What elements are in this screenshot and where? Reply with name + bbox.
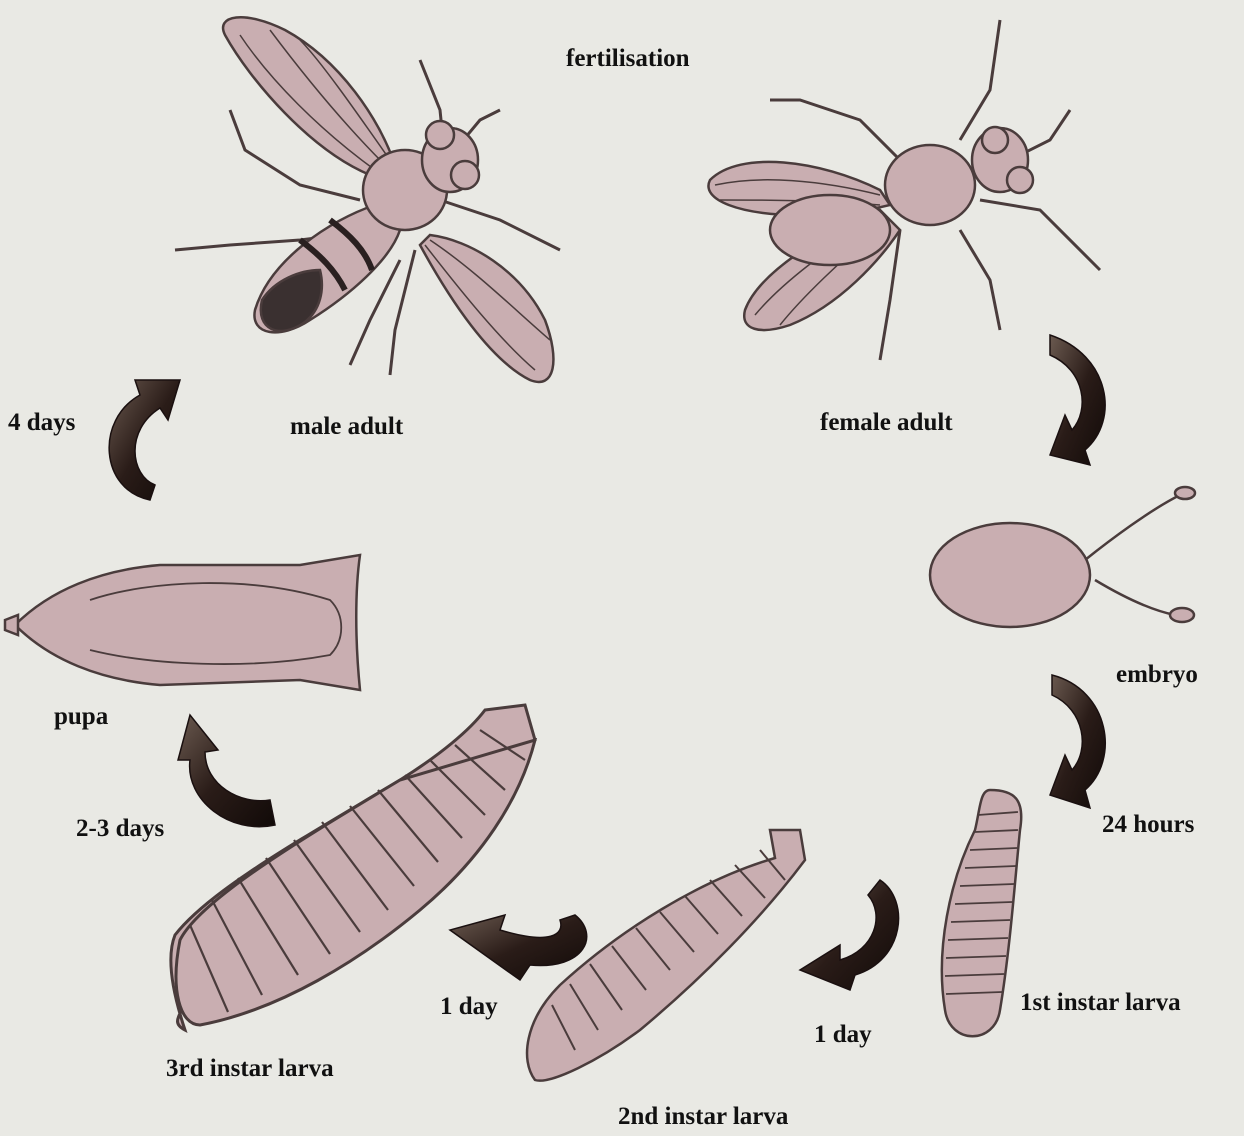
embryo-to-first-duration: 24 hours: [1102, 812, 1194, 837]
embryo-illustration: [930, 487, 1195, 627]
pupa-to-adult-duration: 4 days: [8, 410, 75, 435]
arrow-third-instar-to-pupa: [178, 715, 275, 827]
second-instar-label: 2nd instar larva: [618, 1104, 788, 1129]
embryo-label: embryo: [1116, 662, 1198, 687]
first-to-second-duration: 1 day: [814, 1022, 872, 1047]
first-instar-label: 1st instar larva: [1020, 990, 1181, 1015]
first-instar-larva-illustration: [942, 790, 1021, 1036]
arrow-pupa-to-adult: [109, 380, 180, 500]
fertilisation-label: fertilisation: [566, 46, 690, 71]
pupa-label: pupa: [54, 704, 108, 729]
pupa-illustration: [5, 555, 360, 690]
third-to-pupa-duration: 2-3 days: [76, 816, 164, 841]
second-to-third-duration: 1 day: [440, 994, 498, 1019]
arrow-second-to-third-instar: [450, 915, 587, 980]
third-instar-label: 3rd instar larva: [166, 1056, 334, 1081]
male-adult-illustration: [175, 17, 560, 382]
female-adult-illustration: [708, 20, 1100, 360]
male-adult-label: male adult: [290, 414, 403, 439]
third-instar-larva-illustration: [171, 705, 535, 1030]
arrow-embryo-to-first-instar: [1050, 675, 1105, 808]
arrow-first-to-second-instar: [800, 880, 899, 990]
arrow-female-to-embryo: [1050, 335, 1105, 465]
female-adult-label: female adult: [820, 410, 953, 435]
